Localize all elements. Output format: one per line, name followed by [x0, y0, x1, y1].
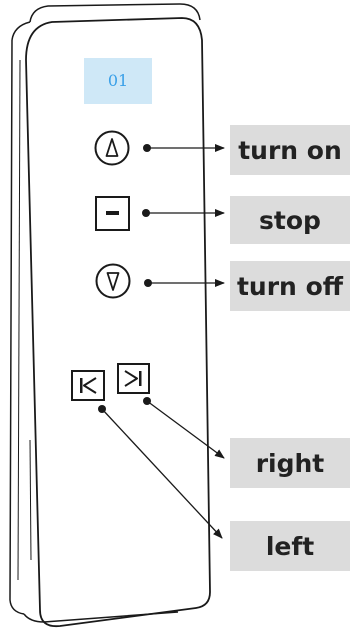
- remote-body: [9, 3, 211, 628]
- callout-turn-off: [144, 279, 225, 287]
- label-right: right: [230, 438, 350, 488]
- stop-button[interactable]: [95, 196, 130, 231]
- skip-forward-icon: [124, 370, 142, 387]
- callout-stop: [142, 209, 225, 217]
- skip-right-button[interactable]: [117, 363, 150, 394]
- label-turn-on: turn on: [230, 125, 350, 175]
- display-readout: 01: [108, 71, 128, 90]
- up-button[interactable]: [94, 130, 130, 166]
- label-turn-off: turn off: [230, 261, 350, 311]
- lcd-display: [84, 58, 152, 104]
- triangle-up-icon: [105, 138, 119, 157]
- minus-icon: [106, 211, 119, 215]
- label-stop: stop: [230, 196, 350, 244]
- skip-back-icon: [80, 377, 97, 394]
- skip-left-button[interactable]: [71, 370, 105, 401]
- callout-turn-on: [143, 144, 225, 152]
- label-left: left: [230, 521, 350, 571]
- triangle-down-icon: [106, 272, 120, 291]
- callout-left: [98, 405, 223, 539]
- callout-right: [143, 397, 225, 459]
- down-button[interactable]: [95, 263, 131, 299]
